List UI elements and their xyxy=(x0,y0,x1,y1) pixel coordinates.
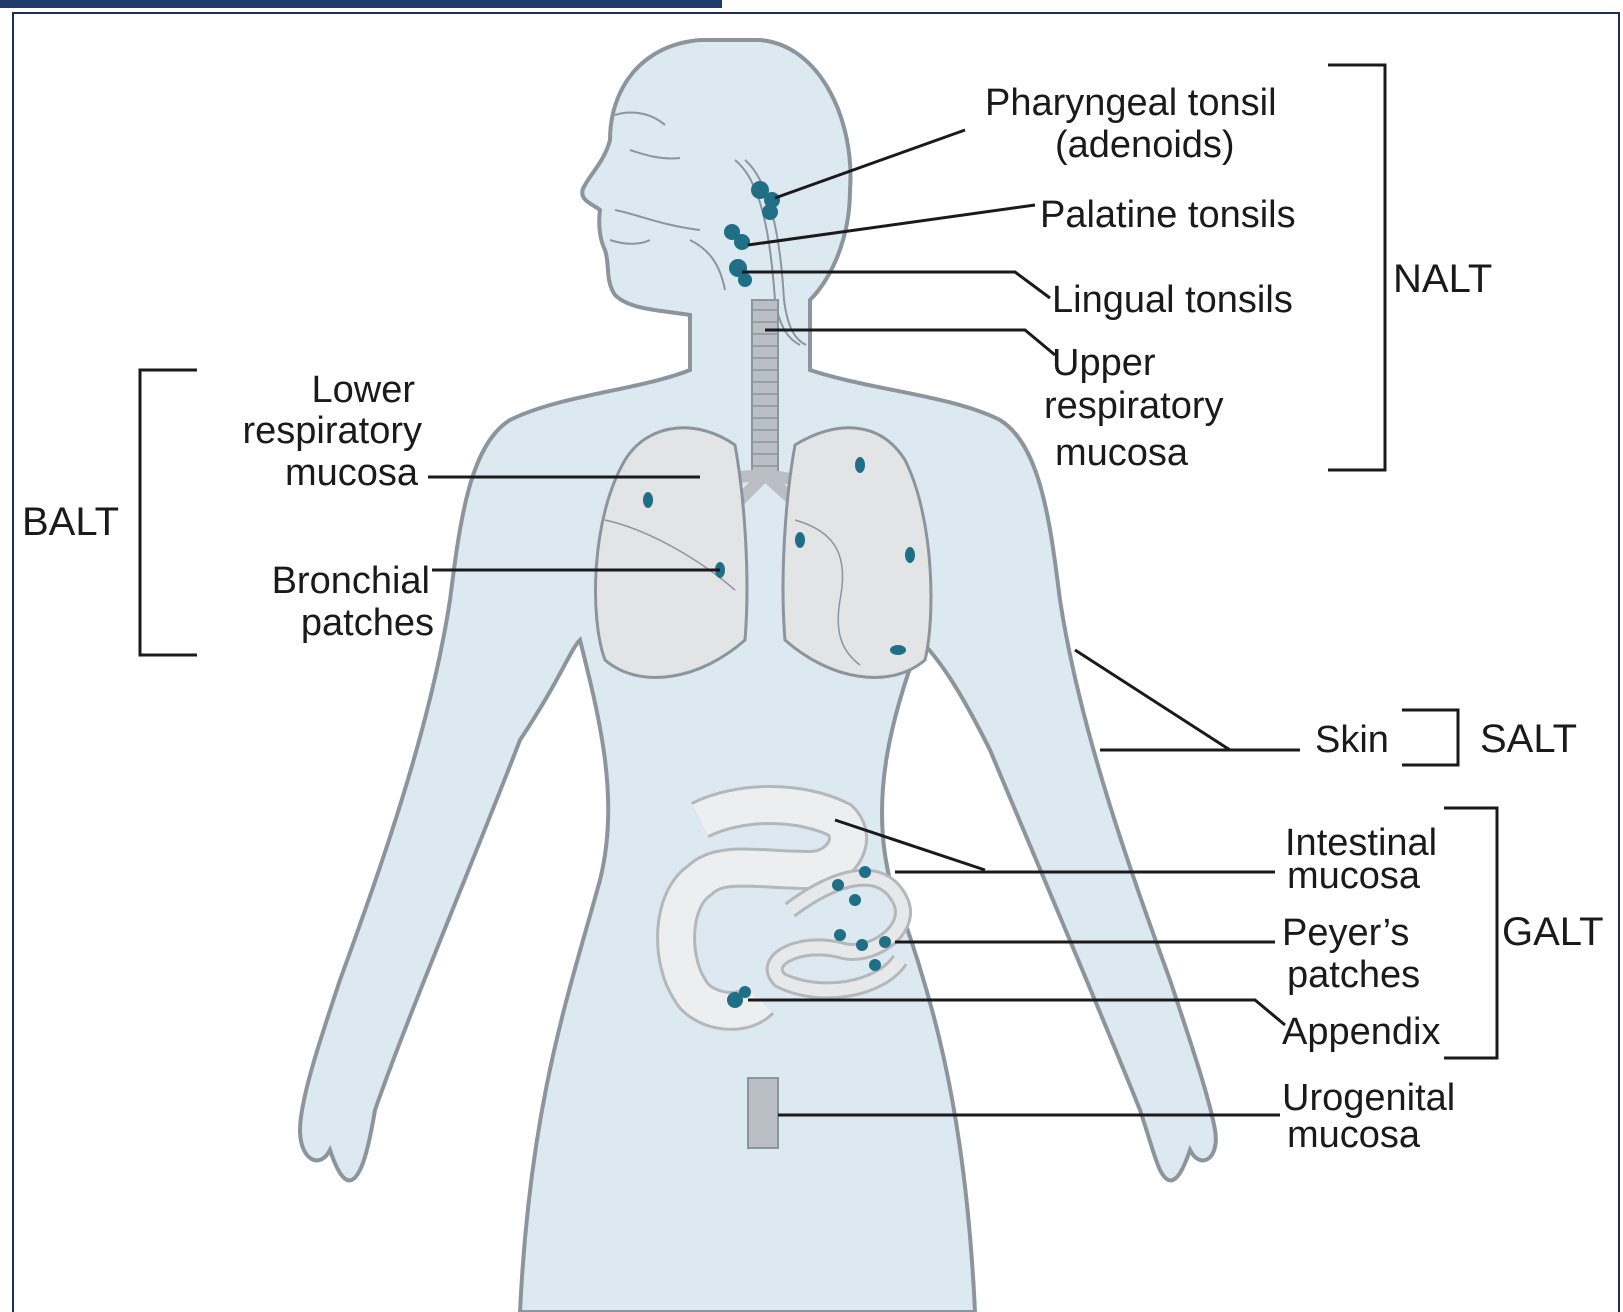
label-pharyngeal-2: (adenoids) xyxy=(1055,124,1235,166)
leader-skin-upper xyxy=(1075,650,1230,750)
label-lower-resp-2: respiratory xyxy=(243,410,423,452)
label-palatine: Palatine tonsils xyxy=(1040,194,1296,236)
label-lower-resp-3: mucosa xyxy=(285,452,419,494)
label-upper-resp-3: mucosa xyxy=(1055,432,1189,474)
bracket-balt xyxy=(140,370,197,655)
label-intestinal-2: mucosa xyxy=(1287,855,1421,897)
group-label-nalt: NALT xyxy=(1393,257,1492,301)
bracket-galt xyxy=(1444,808,1497,1058)
label-skin: Skin xyxy=(1315,719,1389,761)
bracket-salt xyxy=(1402,710,1458,765)
label-bronchial-2: patches xyxy=(301,602,434,644)
urogenital-tract xyxy=(748,1078,778,1148)
label-peyers-2: patches xyxy=(1287,954,1420,996)
label-upper-resp-1: Upper xyxy=(1052,342,1156,384)
group-label-galt: GALT xyxy=(1502,910,1604,954)
label-pharyngeal-1: Pharyngeal tonsil xyxy=(985,82,1277,124)
bracket-nalt xyxy=(1328,65,1385,470)
label-peyers-1: Peyer’s xyxy=(1282,912,1409,954)
label-appendix: Appendix xyxy=(1282,1011,1440,1053)
label-lower-resp-1: Lower xyxy=(312,369,416,411)
label-bronchial-1: Bronchial xyxy=(272,560,430,602)
label-lingual: Lingual tonsils xyxy=(1052,279,1293,321)
group-label-balt: BALT xyxy=(22,500,119,544)
label-urogenital-1: Urogenital xyxy=(1282,1077,1455,1119)
label-urogenital-2: mucosa xyxy=(1287,1114,1421,1156)
group-label-salt: SALT xyxy=(1480,717,1577,761)
label-upper-resp-2: respiratory xyxy=(1044,385,1224,427)
